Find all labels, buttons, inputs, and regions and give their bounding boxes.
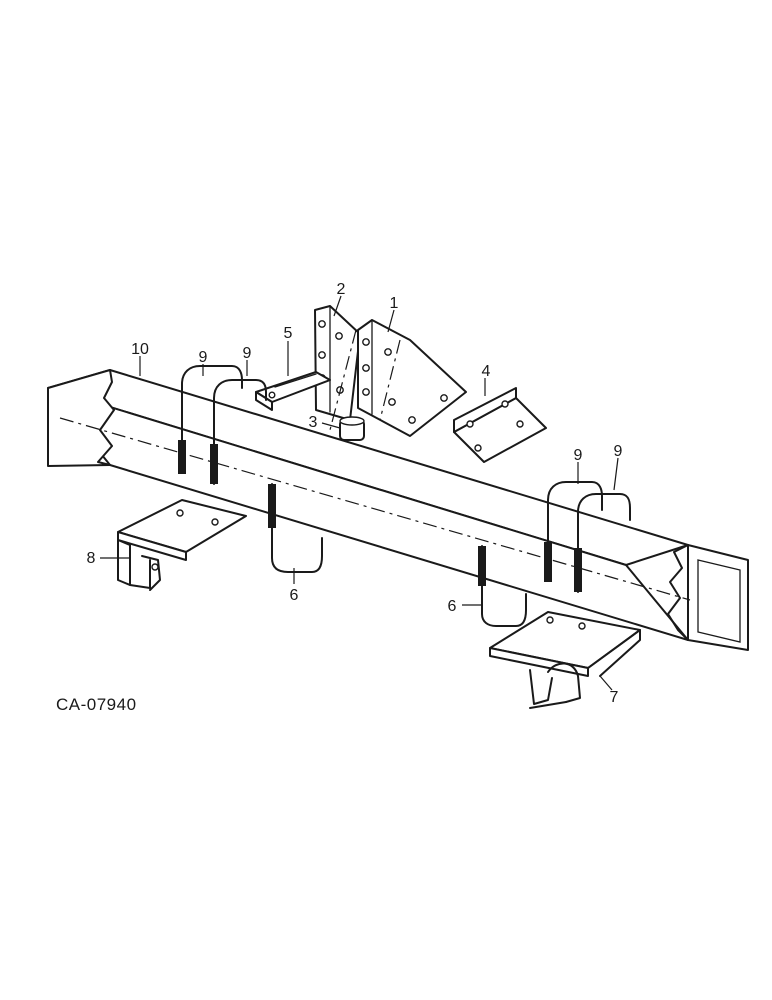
callout-labels: 1 2 3 4 5 6 6 7 8 9 9 9 9 10	[87, 281, 623, 706]
figure-code: CA-07940	[56, 695, 137, 714]
part-9-u-bolt-right-b	[574, 493, 631, 593]
callout-5: 5	[284, 325, 293, 342]
part-10-beam	[47, 369, 749, 651]
callout-1: 1	[390, 295, 399, 312]
callout-9-a: 9	[199, 349, 208, 366]
callout-6-right: 6	[448, 598, 457, 615]
part-4-angle	[453, 387, 547, 463]
callout-4: 4	[482, 363, 491, 380]
callout-3: 3	[309, 414, 318, 431]
part-6-u-bolt-right	[478, 545, 527, 627]
callout-7: 7	[610, 689, 619, 706]
callout-2: 2	[337, 281, 346, 298]
part-9-u-bolt-left-a	[178, 365, 243, 474]
callout-6-left: 6	[290, 587, 299, 604]
callout-8: 8	[87, 550, 96, 567]
callout-9-b: 9	[243, 345, 252, 362]
callout-9-c: 9	[574, 447, 583, 464]
part-9-u-bolt-left-b	[210, 379, 267, 485]
callout-9-d: 9	[614, 443, 623, 460]
callout-leaders	[100, 295, 619, 691]
part-6-u-bolt-left	[268, 483, 323, 573]
callout-10: 10	[131, 341, 149, 358]
part-1-plate	[357, 319, 467, 437]
part-9-u-bolt-right-a	[544, 481, 603, 582]
part-7-bracket	[489, 611, 641, 709]
part-8-bracket	[117, 499, 247, 591]
part-2-plate	[314, 305, 361, 431]
part-3-spacer	[339, 416, 365, 441]
